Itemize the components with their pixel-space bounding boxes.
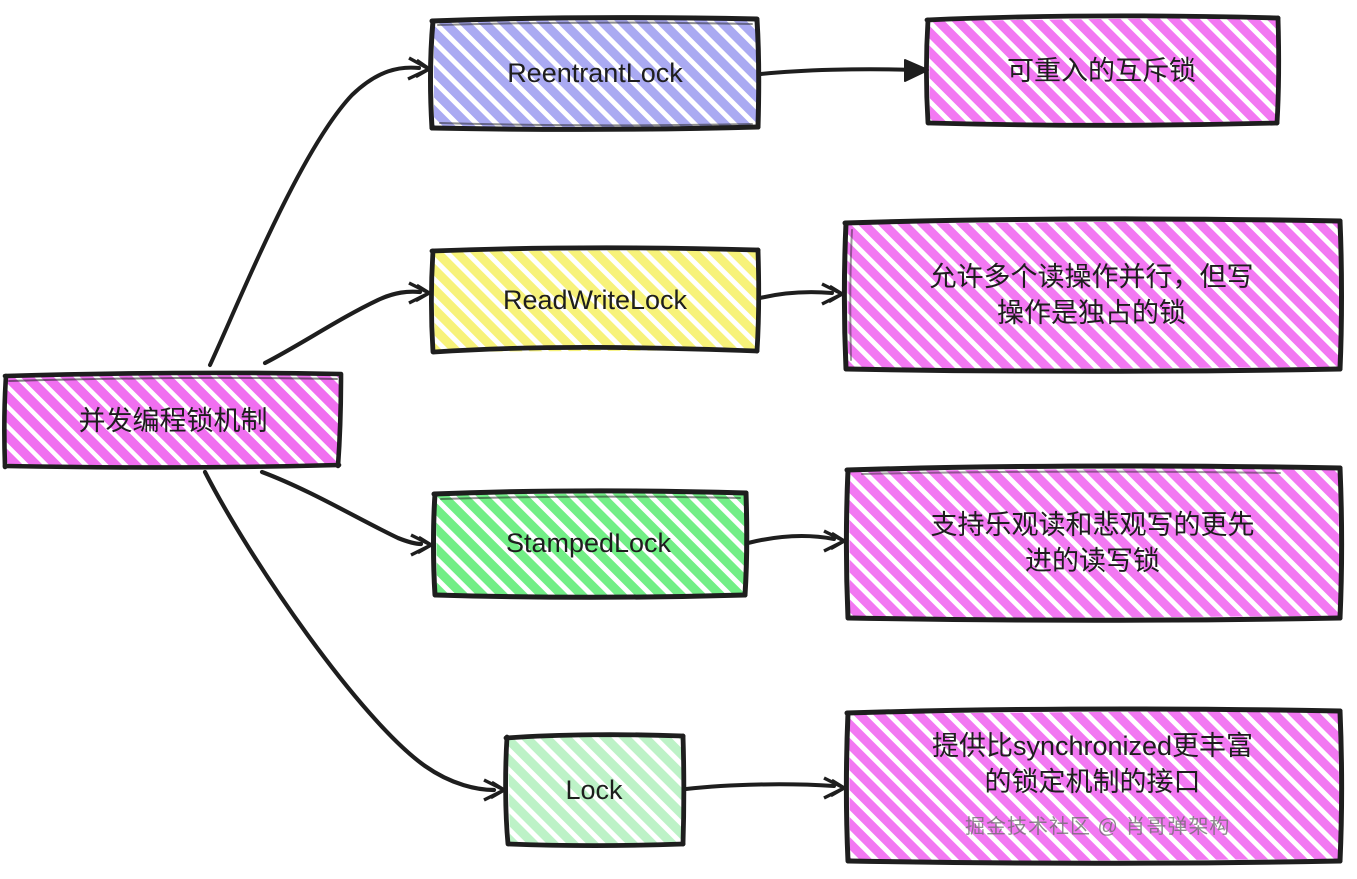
node-desc-reentrant-lock-label: 可重入的互斥锁	[1007, 55, 1196, 86]
edge-read-write-lock-desc	[758, 282, 845, 306]
node-shape-desc-stamped-lock[interactable]	[844, 463, 1344, 623]
edge-stamped-lock-desc	[746, 529, 847, 553]
node-stamped-lock[interactable]: StampedLock	[432, 492, 745, 595]
node-desc-lock[interactable]: 提供比synchronized更丰富 的锁定机制的接口	[845, 710, 1340, 862]
node-shape-desc-reentrant-lock[interactable]	[924, 13, 1282, 128]
node-desc-reentrant-lock[interactable]: 可重入的互斥锁	[925, 17, 1278, 125]
node-shape-read-write-lock[interactable]	[429, 245, 762, 355]
node-reentrant-lock[interactable]: ReentrantLock	[430, 18, 760, 128]
edge-root-read-write-lock	[262, 281, 432, 366]
node-shape-lock[interactable]	[503, 732, 687, 848]
node-shape-root[interactable]	[2, 370, 344, 470]
node-shape-desc-lock[interactable]	[844, 706, 1344, 866]
node-lock[interactable]: Lock	[505, 735, 683, 845]
node-root[interactable]: 并发编程锁机制	[3, 373, 343, 469]
node-desc-read-write-lock[interactable]: 允许多个读操作并行，但写 操作是独占的锁	[843, 220, 1340, 370]
node-desc-stamped-lock-label: 支持乐观读和悲观写的更先 进的读写锁	[930, 509, 1255, 576]
node-root-label: 并发编程锁机制	[78, 405, 268, 436]
node-stamped-lock-label: StampedLock	[505, 528, 672, 559]
node-read-write-lock[interactable]: ReadWriteLock	[430, 249, 760, 352]
edge-reentrant-lock-desc	[759, 59, 929, 82]
edge-lock-desc	[684, 776, 847, 800]
node-desc-read-write-lock-label: 允许多个读操作并行，但写 操作是独占的锁	[929, 261, 1254, 328]
node-shape-reentrant-lock[interactable]	[428, 15, 762, 132]
edge-root-reentrant-lock	[208, 56, 432, 367]
node-desc-lock-label: 提供比synchronized更丰富 的锁定机制的接口	[931, 731, 1254, 798]
node-lock-label: Lock	[565, 774, 623, 805]
edge-root-stamped-lock	[259, 469, 434, 557]
node-shape-stamped-lock[interactable]	[431, 488, 750, 600]
node-read-write-lock-label: ReadWriteLock	[502, 285, 688, 316]
edge-root-lock	[202, 469, 507, 802]
node-reentrant-lock-label: ReentrantLock	[507, 57, 683, 88]
node-desc-stamped-lock[interactable]: 支持乐观读和悲观写的更先 进的读写锁	[845, 467, 1340, 619]
node-shape-desc-read-write-lock[interactable]	[842, 216, 1344, 374]
